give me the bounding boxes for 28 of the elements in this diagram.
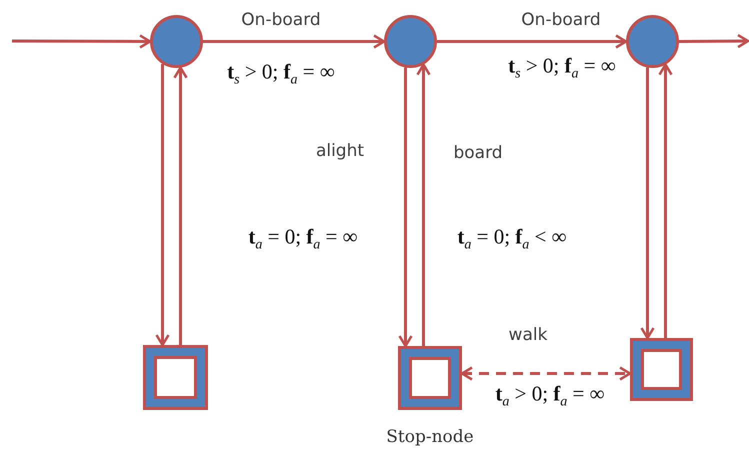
edge-label: walk [508, 325, 548, 345]
stop-node-square [143, 345, 208, 410]
arrow [460, 366, 632, 381]
edge-label: On-board [241, 10, 321, 30]
edge-label: On-board [521, 10, 601, 30]
stop-node-square [398, 346, 462, 410]
text-label: alight [316, 141, 364, 161]
text-label: board [453, 143, 503, 163]
node-caption: Stop-node [386, 427, 474, 447]
formula-label: t$_{s}$ > 0; f$_{a}$ = ∞ [227, 59, 335, 89]
arrow [173, 66, 188, 345]
arrow [437, 34, 628, 49]
arrow [398, 68, 413, 348]
formula-label: t$_{a}$ = 0; f$_{a}$ < ∞ [457, 224, 567, 254]
arrow [203, 34, 386, 49]
stop-node-square [630, 338, 693, 401]
formula-label: t$_{a}$ > 0; f$_{a}$ = ∞ [495, 381, 605, 411]
arrow [658, 63, 673, 338]
arrow [678, 34, 749, 48]
route-node-circle [626, 15, 679, 68]
arrow [12, 34, 152, 49]
route-node-circle [150, 15, 203, 68]
formula-label: t$_{a}$ = 0; f$_{a}$ = ∞ [248, 224, 358, 254]
route-node-circle [384, 15, 437, 68]
formula-label: t$_{s}$ > 0; f$_{a}$ = ∞ [508, 53, 616, 83]
arrow [155, 64, 170, 346]
arrow [416, 63, 431, 346]
arrow [640, 68, 655, 340]
